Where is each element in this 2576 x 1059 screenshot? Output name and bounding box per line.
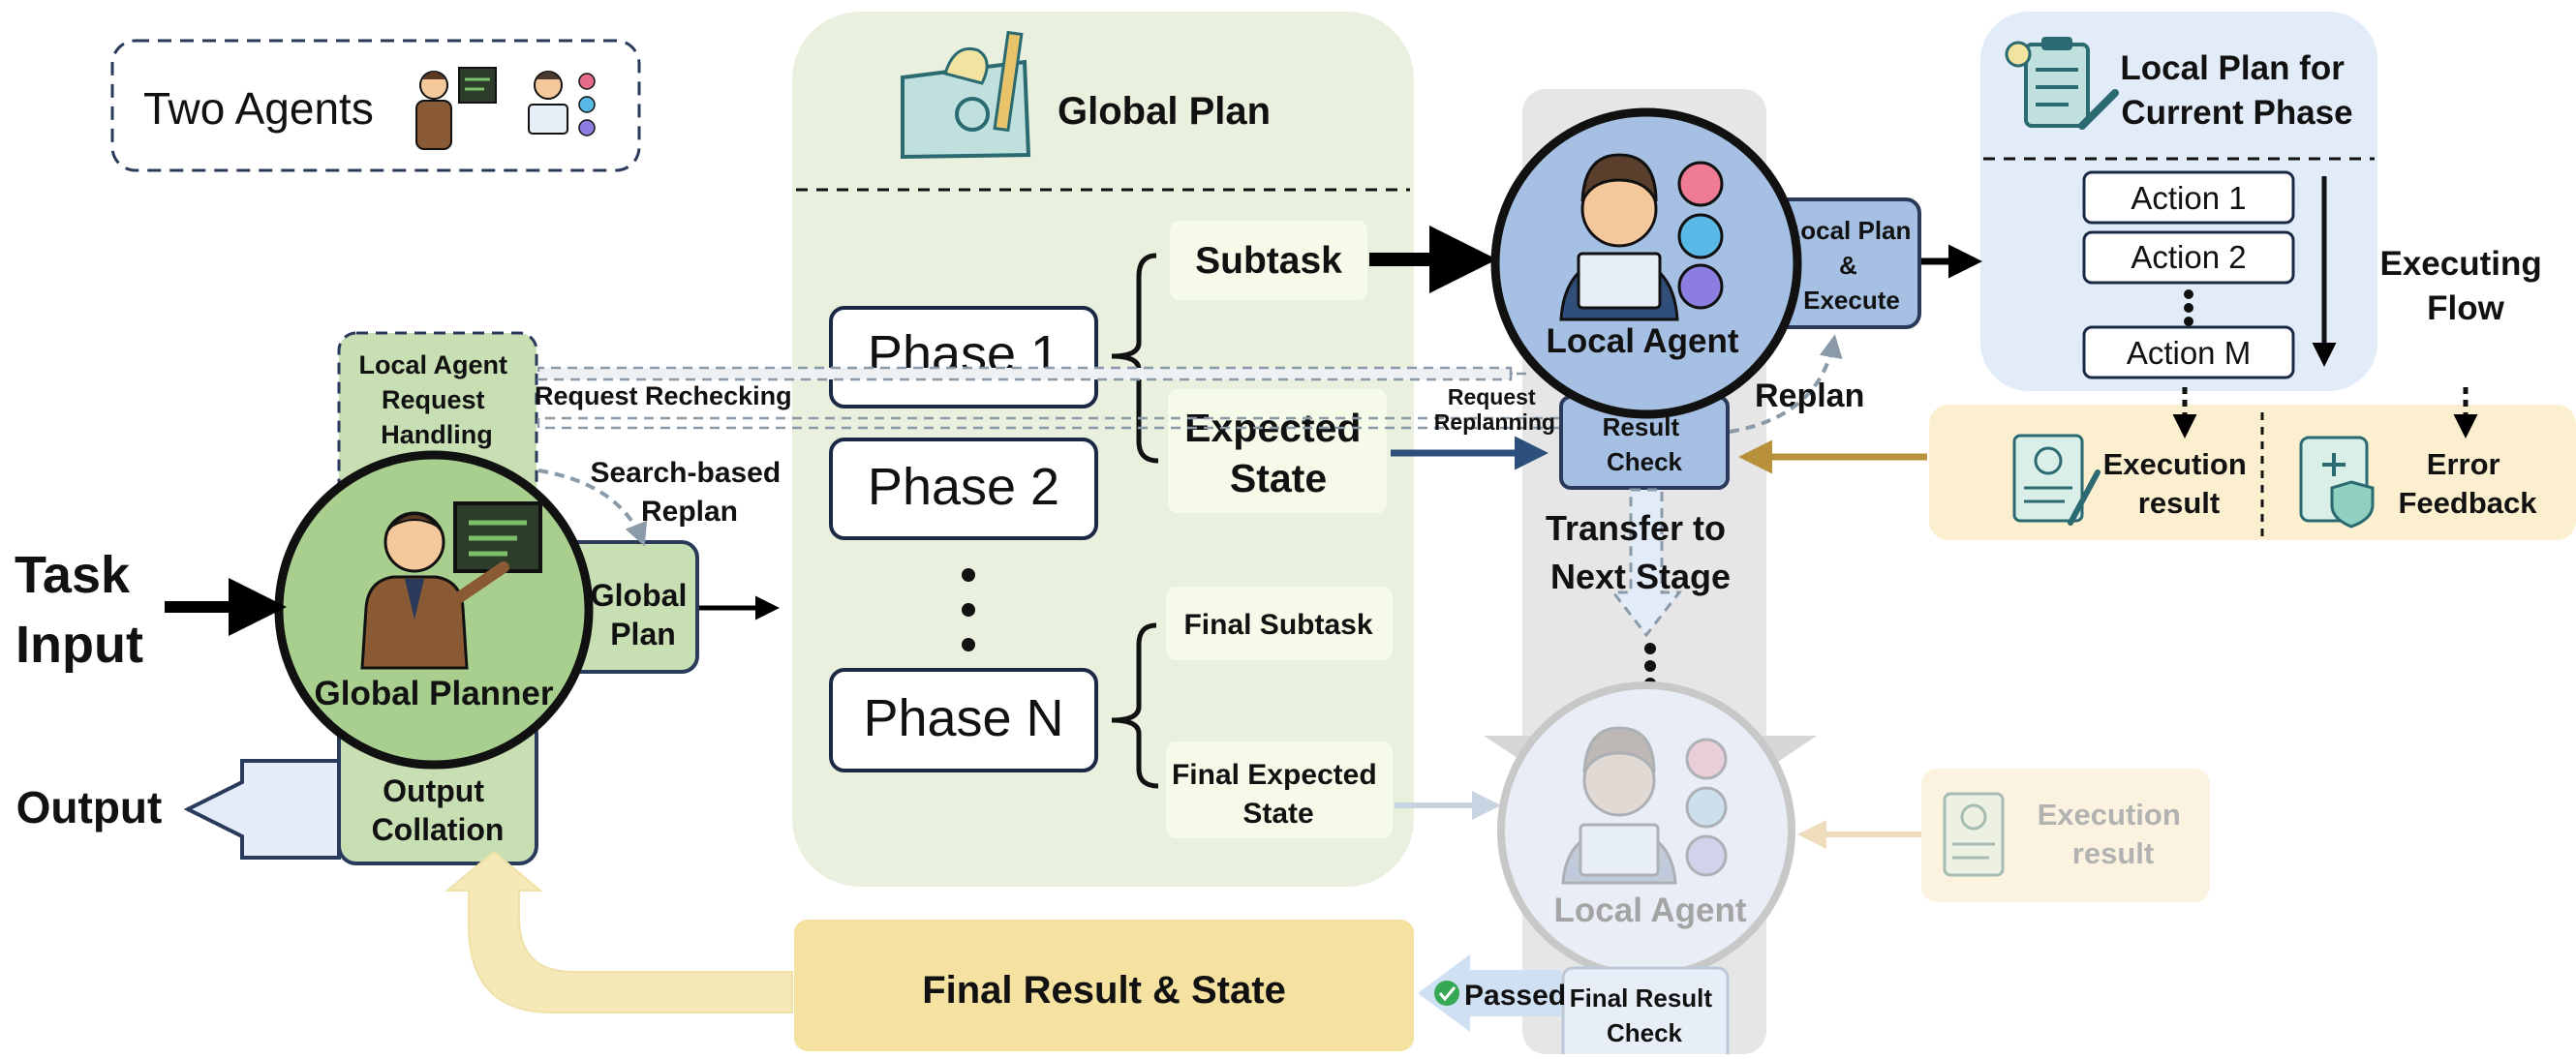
subtask-label: Subtask xyxy=(1195,240,1342,282)
action-1-box xyxy=(2082,170,2295,225)
search-based-replan-label: Search-based Replan xyxy=(590,457,788,528)
faded-local-agent-name: Local Agent xyxy=(1554,892,1747,929)
phase-2-box xyxy=(829,438,1098,540)
faded-local-agent-icon xyxy=(1561,726,1728,885)
final-expected-state-label: Final Expected State xyxy=(1172,759,1385,830)
output-label: Output xyxy=(16,782,163,832)
request-rechecking-label: Request Rechecking xyxy=(535,381,792,410)
execution-result-label: Execution result xyxy=(2103,447,2255,520)
faded-execution-result-box xyxy=(1921,769,2210,902)
action-1-label: Action 1 xyxy=(2131,180,2246,216)
faded-execution-result-label: Execution result xyxy=(2038,798,2190,870)
final-expected-state-box xyxy=(1166,741,1393,838)
phase-ellipsis xyxy=(962,568,975,651)
final-subtask-label: Final Subtask xyxy=(1183,609,1372,641)
action-ellipsis xyxy=(2184,289,2193,326)
execution-result-icon xyxy=(2012,434,2101,526)
subtask-box xyxy=(1170,221,1367,300)
action-m-label: Action M xyxy=(2127,335,2251,371)
result-check-label: Result Check xyxy=(1603,412,1687,476)
final-result-label: Final Result & State xyxy=(922,969,1286,1012)
action-2-label: Action 2 xyxy=(2131,239,2246,275)
executing-flow-label: Executing Flow xyxy=(2380,245,2552,327)
local-agent-name: Local Agent xyxy=(1547,322,1739,360)
feedback-panel xyxy=(1929,405,2576,540)
transfer-label: Transfer to Next Stage xyxy=(1546,508,1735,596)
phase-n-label: Phase N xyxy=(863,689,1063,747)
request-handling-label: Local Agent Request Handling xyxy=(358,350,514,449)
global-plan-tab-label: Global Plan xyxy=(591,578,695,651)
action-2-box xyxy=(2082,230,2295,285)
planner-mini-icon xyxy=(415,67,497,150)
check-icon-mark xyxy=(1438,986,1457,1002)
phase-2-label: Phase 2 xyxy=(868,458,1059,516)
final-result-check-label: Final Result Check xyxy=(1570,983,1720,1047)
global-plan-title: Global Plan xyxy=(1058,90,1271,133)
local-plan-clipboard-icon xyxy=(2005,37,2119,130)
replan-label: Replan xyxy=(1755,378,1864,414)
agent-mini-icon xyxy=(528,71,596,136)
passed-label: Passed xyxy=(1464,980,1566,1012)
error-feedback-icon xyxy=(2299,436,2375,529)
phase-1-bracket xyxy=(1111,253,1159,464)
final-result-box xyxy=(794,920,1414,1051)
search-based-replan-arrow xyxy=(537,469,647,547)
request-replanning-arrow xyxy=(537,416,1559,430)
global-planner-icon xyxy=(360,501,542,670)
action-m-box xyxy=(2082,325,2295,379)
request-replanning-label: Request Replanning xyxy=(1434,384,1555,435)
global-plan-icon xyxy=(901,30,1031,160)
return-to-planner-arrow xyxy=(445,850,793,1014)
legend-box xyxy=(110,39,641,172)
check-icon xyxy=(1434,981,1459,1006)
passed-arrow xyxy=(1418,954,1561,1032)
faded-execution-result-icon xyxy=(1943,792,2005,877)
phase-n-box xyxy=(829,668,1098,772)
global-planner-name: Global Planner xyxy=(315,675,554,712)
local-plan-title: Local Plan for Current Phase xyxy=(2120,49,2353,132)
request-rechecking-arrow xyxy=(537,366,1526,381)
final-result-check-box xyxy=(1561,966,1730,1059)
output-collation-label: Output Collation xyxy=(372,773,505,847)
final-subtask-box xyxy=(1166,587,1393,660)
replan-arrow xyxy=(1729,334,1843,434)
error-feedback-label: Error Feedback xyxy=(2398,447,2537,520)
legend-label: Two Agents xyxy=(143,83,374,134)
local-plan-execute-label: Local Plan & Execute xyxy=(1785,216,1917,315)
phase-n-bracket xyxy=(1111,622,1159,789)
local-agent-icon xyxy=(1559,153,1724,321)
output-arrow xyxy=(183,759,341,860)
transfer-arrow xyxy=(1610,488,1683,638)
task-input-label: Task Input xyxy=(15,546,144,674)
expected-state-box xyxy=(1168,389,1387,513)
phase-1-box xyxy=(829,306,1098,408)
